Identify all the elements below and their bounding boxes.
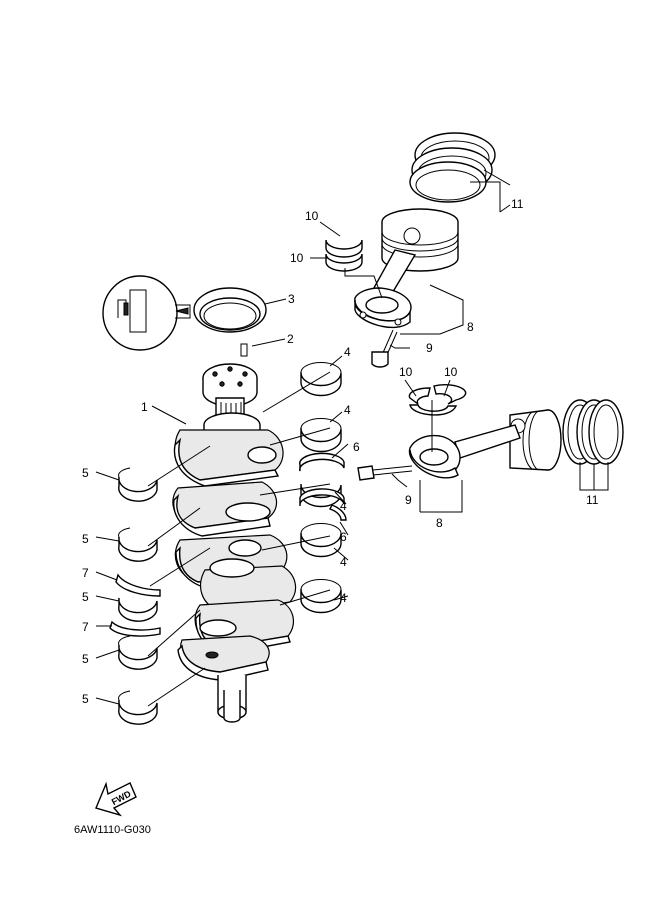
callout-3: 3 <box>288 292 295 306</box>
callout-10c: 10 <box>399 365 413 379</box>
callout-2: 2 <box>287 332 294 346</box>
callout-11b: 11 <box>586 493 599 507</box>
upper-piston-rings <box>409 132 496 203</box>
lower-rod-bearing <box>408 384 467 416</box>
oil-seal <box>193 287 267 333</box>
callout-4d: 4 <box>340 555 347 569</box>
callout-8b: 8 <box>436 516 443 530</box>
callout-8a: 8 <box>467 320 474 334</box>
callout-5b: 5 <box>82 532 89 546</box>
callout-6b: 6 <box>340 530 347 544</box>
callout-6a: 6 <box>353 440 360 454</box>
dowel-pin <box>240 343 248 357</box>
crankshaft <box>172 343 297 723</box>
callout-5a: 5 <box>82 466 89 480</box>
figure-code: 6AW1110-G030 <box>74 824 151 836</box>
seal-detail-callout <box>102 275 191 351</box>
upper-rod-bearing <box>325 239 363 272</box>
callout-10b: 10 <box>290 251 304 265</box>
upper-rod-bolt <box>371 329 398 368</box>
callout-5c: 5 <box>82 590 89 604</box>
callout-10d: 10 <box>444 365 458 379</box>
lower-connecting-rod <box>408 424 521 479</box>
leader-lines <box>95 169 609 707</box>
callout-9a: 9 <box>426 341 433 355</box>
callout-1: 1 <box>141 400 148 414</box>
callout-11a: 11 <box>511 197 524 211</box>
callout-4b: 4 <box>344 403 351 417</box>
callout-5e: 5 <box>82 692 89 706</box>
callout-4c: 4 <box>340 499 347 513</box>
main-bearings-right <box>299 361 347 614</box>
fwd-arrow: FWD <box>95 781 137 817</box>
lower-piston <box>509 409 562 471</box>
callout-7a: 7 <box>82 566 89 580</box>
callout-4a: 4 <box>344 345 351 359</box>
main-bearings-left <box>109 467 161 725</box>
callout-7b: 7 <box>82 620 89 634</box>
callout-10a: 10 <box>305 209 319 223</box>
callout-9b: 9 <box>405 493 412 507</box>
callout-5d: 5 <box>82 652 89 666</box>
callout-labels: 1 2 3 4 4 4 4 4 5 5 5 5 5 6 6 7 7 8 8 9 … <box>82 197 599 706</box>
lower-piston-rings <box>562 399 624 465</box>
callout-4e: 4 <box>340 591 347 605</box>
upper-connecting-rod <box>354 249 417 329</box>
lower-rod-bolt <box>357 465 413 481</box>
